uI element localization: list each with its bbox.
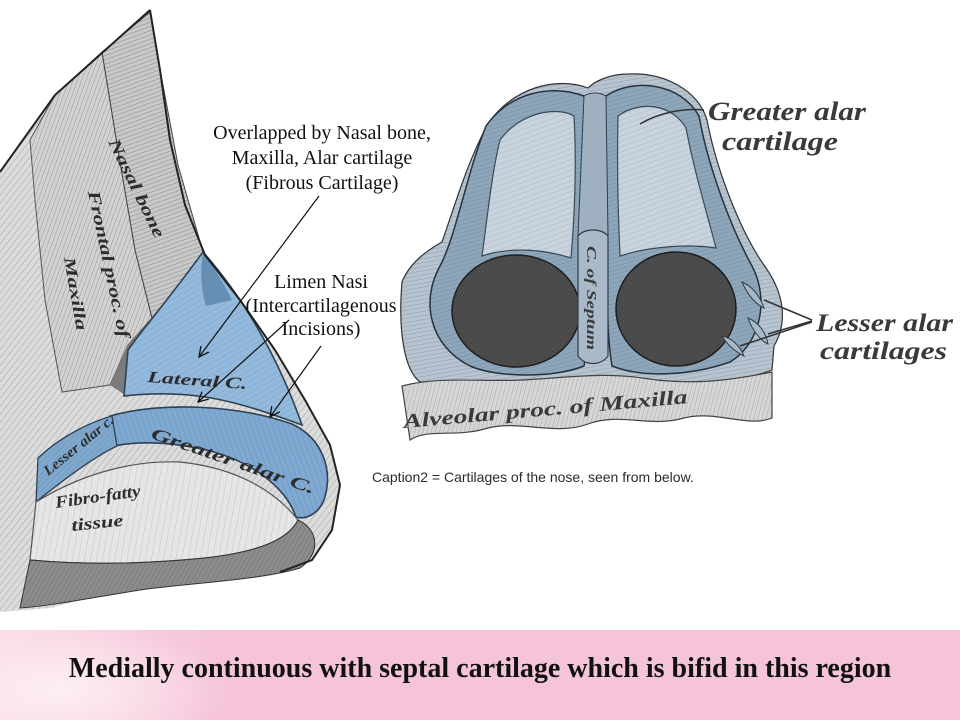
greater-alar-cartilage xyxy=(109,406,329,519)
right-alar-inner-fold xyxy=(617,105,717,257)
left-nostril xyxy=(451,254,581,368)
label-lesser-alar-cartilages: cartilages xyxy=(820,338,947,365)
lateral-view-figure: Nasal bone Frontal proc. of Maxilla Late… xyxy=(0,9,342,612)
pointer-arrow-incisions xyxy=(270,345,322,417)
septal-cartilage-column xyxy=(577,229,609,365)
pointer-arrow-limen xyxy=(198,319,290,402)
banner-text: Medially continuous with septal cartilag… xyxy=(68,653,892,684)
leader-line-lesser-alar xyxy=(739,321,813,347)
medial-crura xyxy=(577,92,609,237)
lesser-alar-piece xyxy=(720,335,745,358)
lesser-alar-cartilage xyxy=(35,415,118,504)
annotation-line: Incisions) xyxy=(281,318,361,340)
annotation-arrows xyxy=(198,195,322,417)
annotation-line: Overlapped by Nasal bone, xyxy=(213,122,431,144)
right-nostril xyxy=(615,251,737,367)
label-lesser-alar: Lesser alar xyxy=(815,310,954,337)
lesser-alar-piece xyxy=(741,281,765,309)
annotation-overlap: Overlapped by Nasal bone, Maxilla, Alar … xyxy=(197,121,447,196)
inferior-view-figure: Greater alar cartilage Lesser alar carti… xyxy=(400,73,954,442)
figure-caption: Caption2 = Cartilages of the nose, seen … xyxy=(372,469,694,485)
illustrations: Nasal bone Frontal proc. of Maxilla Late… xyxy=(0,9,954,612)
label-septum: C. of Septum xyxy=(583,246,598,350)
left-alar-inner-fold xyxy=(481,110,576,259)
frontal-outline xyxy=(0,9,151,173)
label-greater-alar: Greater alar xyxy=(708,97,867,126)
lateral-cartilage-shadow xyxy=(201,252,232,306)
alveolar-process-band xyxy=(401,371,773,442)
leader-line-greater-alar xyxy=(639,108,705,125)
lesser-alar-piece xyxy=(747,317,769,345)
bottom-banner: Medially continuous with septal cartilag… xyxy=(0,630,960,720)
label-greater-alar-cartilage: cartilage xyxy=(722,127,838,156)
dorsum-outline xyxy=(149,9,342,573)
nostril-underside xyxy=(19,519,316,609)
leader-line-lesser-alar xyxy=(767,320,813,335)
annotation-line: (Intercartilagenous xyxy=(245,294,397,317)
annotation-limen-nasi: Limen Nasi (Intercartilagenous Incisions… xyxy=(196,271,446,342)
annotation-line: Maxilla, Alar cartilage xyxy=(231,147,413,169)
annotation-line: Limen Nasi xyxy=(274,271,368,293)
annotation-line: (Fibrous Cartilage) xyxy=(245,172,399,194)
leader-line-lesser-alar xyxy=(763,299,813,321)
pointer-arrow-overlap xyxy=(199,195,320,357)
